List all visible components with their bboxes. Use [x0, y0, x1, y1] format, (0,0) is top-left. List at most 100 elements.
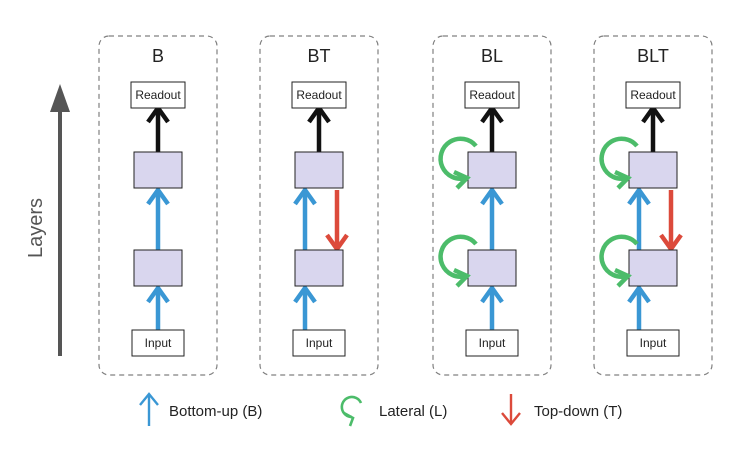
input-box-border	[626, 329, 680, 357]
arrow-head	[480, 284, 504, 304]
panel-group: B BT BL BLT	[98, 35, 713, 376]
bottom-up-arrow	[480, 284, 504, 330]
arrow-head	[293, 284, 317, 304]
bottom-up-arrow	[627, 284, 651, 330]
loop-head	[614, 169, 632, 190]
layer-box-2	[628, 151, 678, 189]
readout-arrow	[480, 104, 504, 152]
loop-path	[599, 234, 639, 279]
panel-title: BLT	[637, 46, 669, 66]
bottom-up-arrow	[480, 186, 504, 250]
legend-label: Lateral (L)	[379, 403, 447, 420]
loop-arrow-icon	[340, 395, 363, 427]
bottom-up-arrow	[146, 284, 170, 330]
readout-box: Readout	[625, 81, 681, 109]
loop-head	[453, 267, 471, 288]
readout-box-border	[291, 81, 347, 109]
lateral-loop-arrow	[599, 136, 639, 190]
panel-border	[593, 35, 713, 376]
up-arrow-icon	[139, 392, 159, 426]
input-box-border	[131, 329, 185, 357]
panel-bl: BL	[432, 35, 552, 376]
readout-arrow	[641, 104, 665, 152]
readout-label: Readout	[135, 88, 181, 102]
legend-label: Bottom-up (B)	[169, 403, 262, 420]
loop-path	[438, 234, 478, 279]
layers-axis-arrowhead-icon	[50, 84, 70, 112]
readout-label: Readout	[630, 88, 676, 102]
input-label: Input	[145, 336, 172, 350]
layer-box-2	[133, 151, 183, 189]
layer-box-1	[467, 249, 517, 287]
panel-title: BT	[307, 46, 330, 66]
readout-label: Readout	[469, 88, 515, 102]
loop-head	[453, 169, 471, 190]
top-down-arrow	[659, 190, 683, 253]
arrow-head	[146, 186, 170, 206]
readout-label: Readout	[296, 88, 342, 102]
panel-title: BL	[481, 46, 503, 66]
lateral-loop-arrow	[438, 136, 478, 190]
readout-arrow	[146, 104, 170, 152]
panel-border	[259, 35, 379, 376]
layers-axis: Layers	[25, 84, 70, 356]
bottom-up-arrow	[146, 186, 170, 250]
top-down-arrow	[325, 190, 349, 253]
legend: Bottom-up (B) Lateral (L) Top-down (T)	[139, 392, 622, 427]
layer-box-1	[628, 249, 678, 287]
input-label: Input	[479, 336, 506, 350]
arrow-head	[325, 233, 349, 253]
layer-box-2	[294, 151, 344, 189]
lateral-loop-arrow	[599, 234, 639, 288]
arrow-head	[146, 284, 170, 304]
bottom-up-arrow	[293, 284, 317, 330]
input-box-border	[292, 329, 346, 357]
input-label: Input	[640, 336, 667, 350]
panel-border	[432, 35, 552, 376]
legend-item-lateral: Lateral (L)	[340, 395, 447, 427]
readout-arrow	[307, 104, 331, 152]
arrow-head	[627, 284, 651, 304]
layer-box-2	[467, 151, 517, 189]
down-arrow-icon	[501, 394, 521, 426]
readout-box: Readout	[291, 81, 347, 109]
loop-path	[438, 136, 478, 181]
layers-axis-label: Layers	[25, 198, 47, 258]
arrow-head	[659, 233, 683, 253]
input-box: Input	[292, 329, 346, 357]
bottom-up-arrow	[293, 186, 317, 250]
readout-box-border	[130, 81, 186, 109]
legend-item-bottom-up: Bottom-up (B)	[139, 392, 262, 426]
panel-b: B	[98, 35, 218, 376]
input-box: Input	[131, 329, 185, 357]
panel-title: B	[152, 46, 164, 66]
legend-label: Top-down (T)	[534, 403, 622, 420]
arrow-head	[293, 186, 317, 206]
readout-box-border	[625, 81, 681, 109]
arrow-head	[627, 186, 651, 206]
loop-head	[614, 267, 632, 288]
input-box: Input	[626, 329, 680, 357]
arrow-head	[480, 186, 504, 206]
panel-contents: ReadoutInputReadoutInputReadoutInputRead…	[130, 81, 683, 357]
layer-box-1	[133, 249, 183, 287]
loop-path	[599, 136, 639, 181]
input-box-border	[465, 329, 519, 357]
layer-box-1	[294, 249, 344, 287]
panel-bt: BT	[259, 35, 379, 376]
readout-box-border	[464, 81, 520, 109]
legend-item-top-down: Top-down (T)	[501, 394, 622, 426]
lateral-loop-arrow	[438, 234, 478, 288]
input-box: Input	[465, 329, 519, 357]
input-label: Input	[306, 336, 333, 350]
panel-blt: BLT	[593, 35, 713, 376]
readout-box: Readout	[464, 81, 520, 109]
bottom-up-arrow	[627, 186, 651, 250]
readout-box: Readout	[130, 81, 186, 109]
